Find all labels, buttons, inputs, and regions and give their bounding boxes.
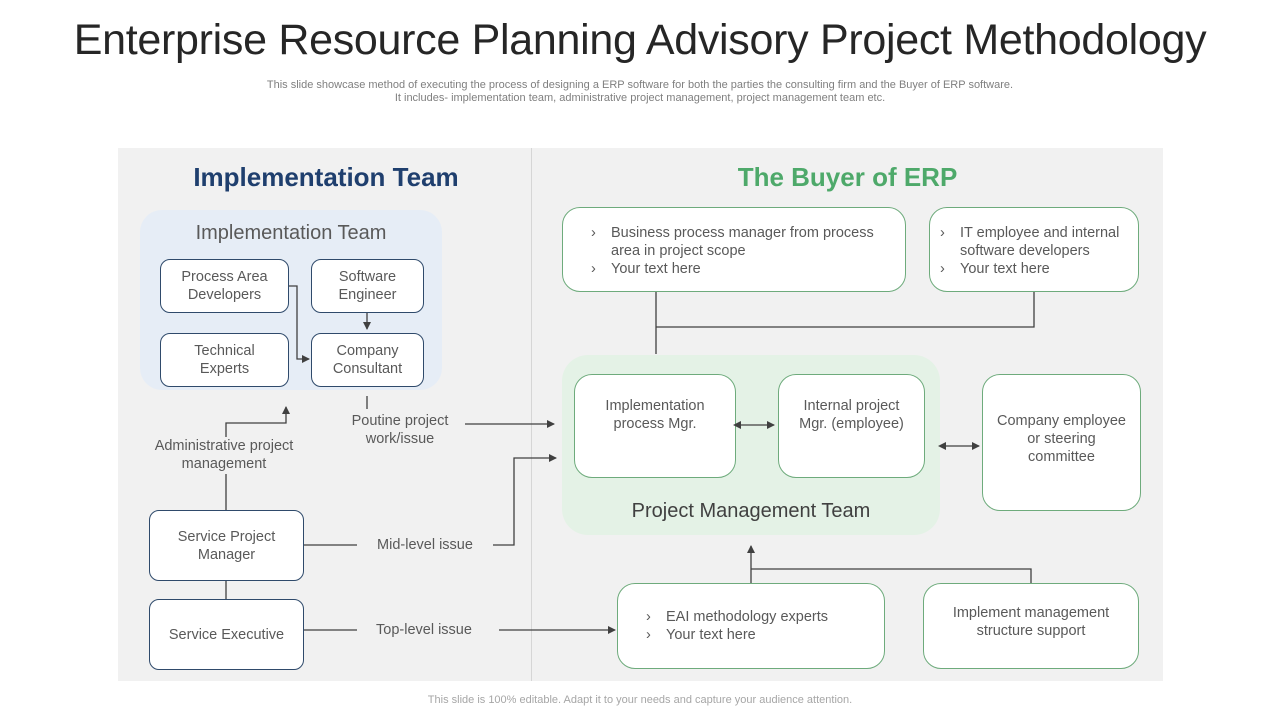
bullet-item: EAI methodology experts [646, 608, 828, 626]
footer-note: This slide is 100% editable. Adapt it to… [427, 694, 853, 706]
software-engineer-text: Software Engineer [338, 269, 397, 303]
technical-experts-text: Technical Experts [194, 343, 255, 377]
mid-level-issue-label: Mid-level issue [377, 537, 473, 553]
section-divider [531, 148, 532, 681]
it-employee-list: IT employee and internal software develo… [940, 224, 1128, 278]
bullet-item: Business process manager from process ar… [591, 224, 895, 260]
process-area-developers-box[interactable]: Process Area Developers [160, 259, 289, 313]
implement-management-support-box[interactable]: Implement management structure support [923, 583, 1139, 669]
top-level-issue-label: Top-level issue [376, 622, 472, 638]
project-management-team-label: Project Management Team [631, 500, 871, 522]
buyer-of-erp-heading: The Buyer of ERP [737, 162, 958, 192]
process-area-developers-text: Process Area Developers [181, 269, 268, 303]
internal-project-mgr-box[interactable]: Internal project Mgr. (employee) [778, 374, 925, 478]
administrative-project-management-label: Administrative project management [154, 438, 294, 472]
bullet-item: IT employee and internal software develo… [940, 224, 1128, 260]
implementation-team-group-label: Implementation Team [195, 222, 387, 244]
business-process-manager-box[interactable]: Business process manager from process ar… [562, 207, 906, 292]
internal-project-mgr-text: Internal project Mgr. (employee) [799, 398, 904, 432]
company-consultant-box[interactable]: Company Consultant [311, 333, 424, 387]
technical-experts-box[interactable]: Technical Experts [160, 333, 289, 387]
eai-methodology-list: EAI methodology experts Your text here [646, 608, 828, 644]
implementation-process-mgr-text: Implementation process Mgr. [605, 398, 705, 432]
implementation-process-mgr-box[interactable]: Implementation process Mgr. [574, 374, 736, 478]
bullet-item: Your text here [591, 260, 895, 278]
subtitle-line-1: This slide showcase method of executing … [266, 79, 1014, 91]
business-process-manager-list: Business process manager from process ar… [591, 224, 895, 278]
subtitle-line-2: It includes- implementation team, admini… [394, 92, 886, 104]
it-employee-box[interactable]: IT employee and internal software develo… [929, 207, 1139, 292]
slide-title: Enterprise Resource Planning Advisory Pr… [73, 16, 1207, 64]
bullet-item: Your text here [940, 260, 1128, 278]
company-consultant-text: Company Consultant [332, 343, 403, 377]
implement-management-support-text: Implement management structure support [952, 605, 1110, 639]
software-engineer-box[interactable]: Software Engineer [311, 259, 424, 313]
service-executive-text: Service Executive [168, 626, 285, 643]
service-executive-box[interactable]: Service Executive [149, 599, 304, 670]
eai-methodology-box[interactable]: EAI methodology experts Your text here [617, 583, 885, 669]
service-project-manager-text: Service Project Manager [177, 528, 276, 563]
service-project-manager-box[interactable]: Service Project Manager [149, 510, 304, 581]
implementation-team-heading: Implementation Team [193, 162, 459, 192]
routine-project-work-label: Poutine project work/issue [351, 413, 449, 447]
slide-subtitle: This slide showcase method of executing … [0, 79, 1280, 105]
company-employee-text: Company employee or steering committee [997, 412, 1126, 465]
company-employee-box[interactable]: Company employee or steering committee [982, 374, 1141, 511]
bullet-item: Your text here [646, 626, 828, 644]
